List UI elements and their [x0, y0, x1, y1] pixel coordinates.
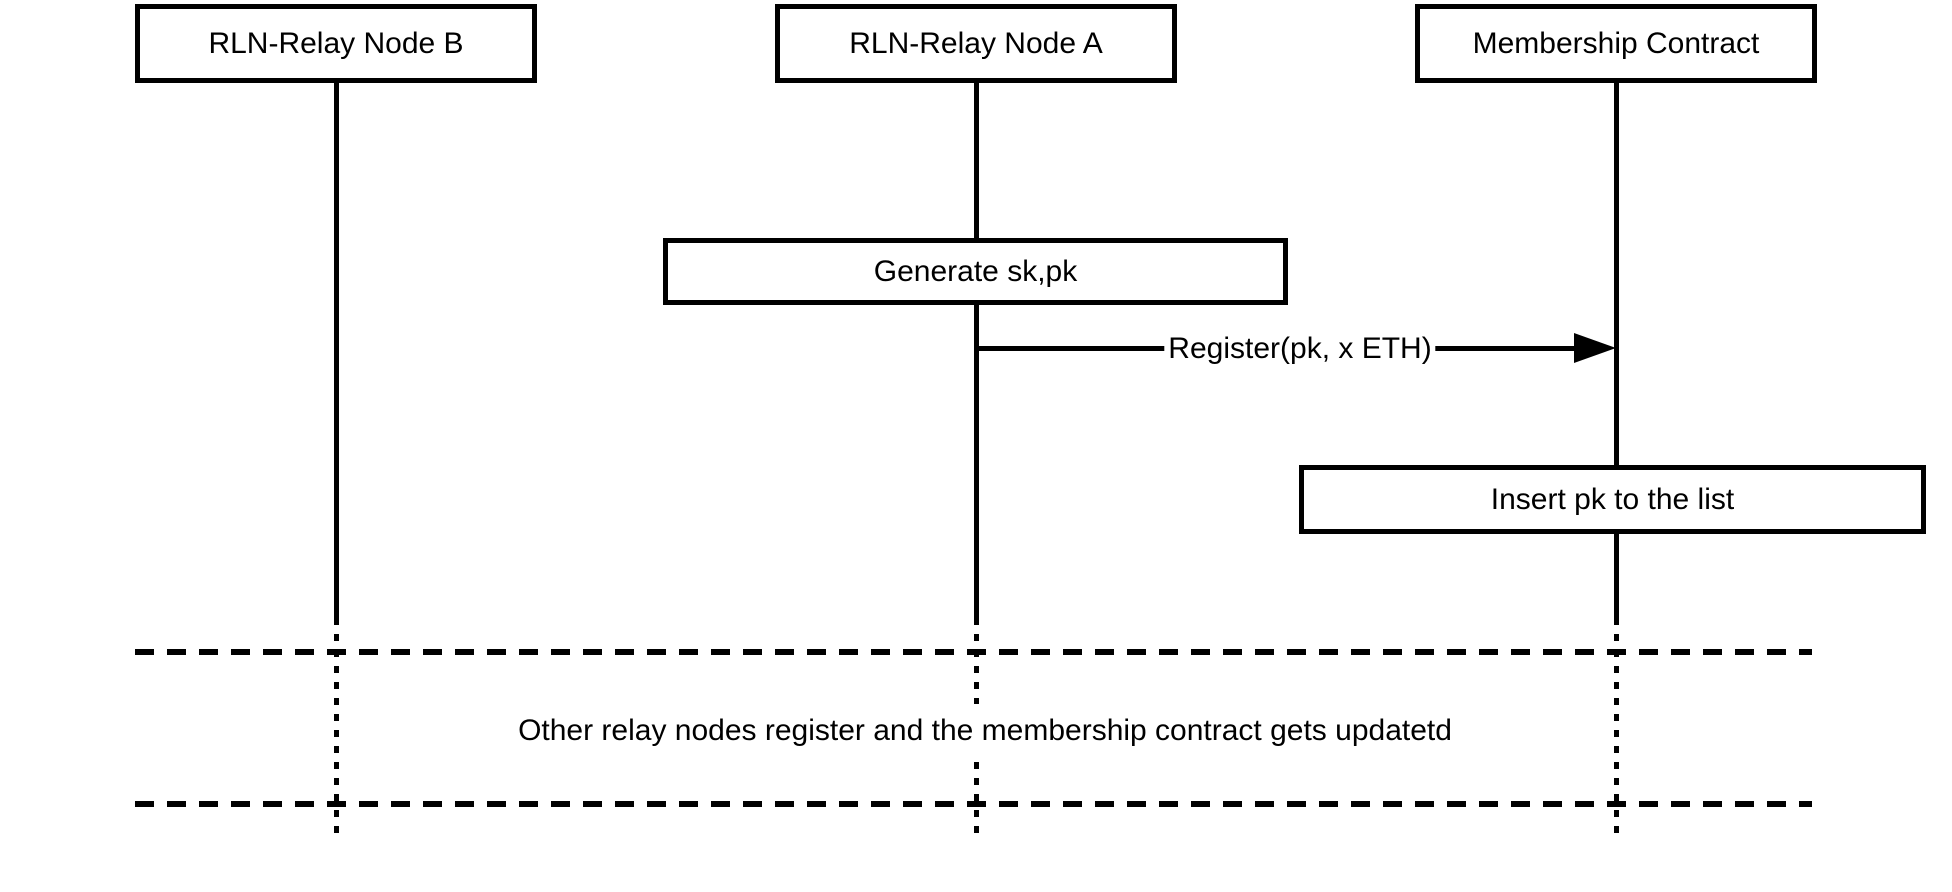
action-box-insert-pk: Insert pk to the list [1299, 465, 1926, 534]
divider-note-label: Other relay nodes register and the membe… [502, 704, 1468, 758]
lifeline-membership-contract-dotted [1614, 618, 1619, 842]
action-label-insert-pk: Insert pk to the list [1490, 482, 1735, 516]
message-arrowhead-icon [1574, 333, 1616, 363]
actor-label-rln-relay-node-a: RLN-Relay Node A [849, 26, 1103, 60]
action-label-generate-keys: Generate sk,pk [873, 254, 1078, 288]
lifeline-node-b-solid [334, 83, 339, 618]
divider-dashed-line-top [135, 649, 1812, 655]
lifeline-membership-contract-solid [1614, 83, 1619, 618]
message-label-register: Register(pk, x ETH) [1164, 332, 1436, 366]
actor-label-rln-relay-node-b: RLN-Relay Node B [208, 26, 464, 60]
lifeline-node-b-dotted [334, 618, 339, 842]
actor-box-rln-relay-node-a: RLN-Relay Node A [775, 4, 1177, 83]
actor-box-rln-relay-node-b: RLN-Relay Node B [135, 4, 537, 83]
divider-dashed-line-bottom [135, 801, 1812, 807]
actor-box-membership-contract: Membership Contract [1415, 4, 1817, 83]
actor-label-membership-contract: Membership Contract [1472, 26, 1760, 60]
action-box-generate-keys: Generate sk,pk [663, 238, 1288, 305]
